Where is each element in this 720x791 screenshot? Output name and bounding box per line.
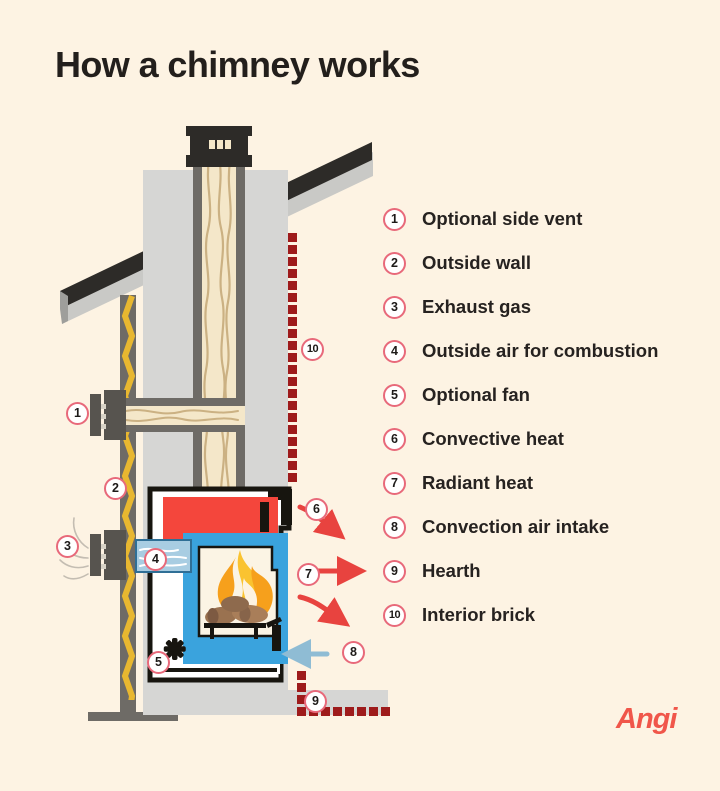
callout-badge-6[interactable]: 6 bbox=[305, 498, 328, 521]
legend-label-5: Optional fan bbox=[422, 384, 530, 405]
wall-strip-right bbox=[243, 200, 288, 500]
damper-bar bbox=[260, 502, 269, 532]
air-channel-top bbox=[183, 533, 288, 547]
vent-slot-2 bbox=[101, 414, 106, 419]
side-vent-fitting bbox=[104, 390, 126, 440]
legend-badge-6: 6 bbox=[383, 427, 406, 451]
legend-label-9: Hearth bbox=[422, 560, 481, 581]
lower-bar bbox=[272, 625, 281, 651]
page-title: How a chimney works bbox=[55, 44, 420, 85]
exhaust-slot-1 bbox=[101, 544, 106, 549]
legend-label-6: Convective heat bbox=[422, 428, 564, 449]
legend-badge-1: 1 bbox=[383, 207, 406, 231]
vent-slot-1 bbox=[101, 404, 106, 409]
exhaust-slot-3 bbox=[101, 564, 106, 569]
fire-grate bbox=[204, 617, 282, 639]
legend: 1 Optional side vent 2 Outside wall 3 Ex… bbox=[383, 197, 683, 637]
legend-label-10: Interior brick bbox=[422, 604, 536, 625]
callout-badge-3[interactable]: 3 bbox=[56, 535, 79, 558]
angi-logo[interactable]: Angi bbox=[616, 703, 677, 735]
side-vent-pipe-inner bbox=[120, 406, 245, 425]
exhaust-slot-2 bbox=[101, 554, 106, 559]
interior-brick-column bbox=[288, 233, 297, 482]
legend-badge-9: 9 bbox=[383, 559, 406, 583]
callout-badge-7[interactable]: 7 bbox=[297, 563, 320, 586]
fan-icon bbox=[163, 638, 186, 660]
legend-item-1[interactable]: 1 Optional side vent bbox=[383, 197, 683, 241]
exhaust-vent-cap bbox=[90, 534, 101, 576]
legend-item-3[interactable]: 3 Exhaust gas bbox=[383, 285, 683, 329]
wall-insulation bbox=[121, 295, 136, 717]
callout-badge-10[interactable]: 10 bbox=[301, 338, 324, 361]
legend-item-2[interactable]: 2 Outside wall bbox=[383, 241, 683, 285]
legend-badge-5: 5 bbox=[383, 383, 406, 407]
legend-label-8: Convection air intake bbox=[422, 516, 610, 537]
callout-badge-5[interactable]: 5 bbox=[147, 651, 170, 674]
callout-badge-8[interactable]: 8 bbox=[342, 641, 365, 664]
air-channel-bottom bbox=[183, 636, 288, 664]
legend-label-4: Outside air for combustion bbox=[422, 340, 659, 361]
legend-item-9[interactable]: 9 Hearth bbox=[383, 549, 683, 593]
legend-badge-2: 2 bbox=[383, 251, 406, 275]
stove-base-line bbox=[163, 668, 277, 672]
legend-item-4[interactable]: 4 Outside air for combustion bbox=[383, 329, 683, 373]
legend-item-7[interactable]: 7 Radiant heat bbox=[383, 461, 683, 505]
legend-item-5[interactable]: 5 Optional fan bbox=[383, 373, 683, 417]
legend-label-2: Outside wall bbox=[422, 252, 531, 273]
callout-badge-1[interactable]: 1 bbox=[66, 402, 89, 425]
side-vent-cap bbox=[90, 394, 101, 436]
callout-badge-4[interactable]: 4 bbox=[144, 548, 167, 571]
exhaust-vent-fitting bbox=[104, 530, 126, 580]
hearth-bricks bbox=[297, 671, 390, 716]
legend-item-10[interactable]: 10 Interior brick bbox=[383, 593, 683, 637]
legend-badge-10: 10 bbox=[383, 603, 406, 627]
legend-badge-8: 8 bbox=[383, 515, 406, 539]
legend-badge-3: 3 bbox=[383, 295, 406, 319]
legend-label-7: Radiant heat bbox=[422, 472, 534, 493]
callout-badge-9[interactable]: 9 bbox=[304, 690, 327, 713]
callout-badge-2[interactable]: 2 bbox=[104, 477, 127, 500]
legend-item-8[interactable]: 8 Convection air intake bbox=[383, 505, 683, 549]
legend-badge-7: 7 bbox=[383, 471, 406, 495]
vent-slot-3 bbox=[101, 424, 106, 429]
legend-item-6[interactable]: 6 Convective heat bbox=[383, 417, 683, 461]
legend-badge-4: 4 bbox=[383, 339, 406, 363]
chimney-cap bbox=[186, 126, 252, 167]
legend-label-3: Exhaust gas bbox=[422, 296, 531, 317]
radiant-heat-arrow-lower bbox=[297, 594, 351, 627]
wall-base-post bbox=[120, 700, 136, 720]
roof-eave bbox=[60, 291, 68, 324]
legend-label-1: Optional side vent bbox=[422, 208, 583, 229]
side-vent-smoke bbox=[125, 409, 239, 422]
logs bbox=[205, 596, 268, 626]
